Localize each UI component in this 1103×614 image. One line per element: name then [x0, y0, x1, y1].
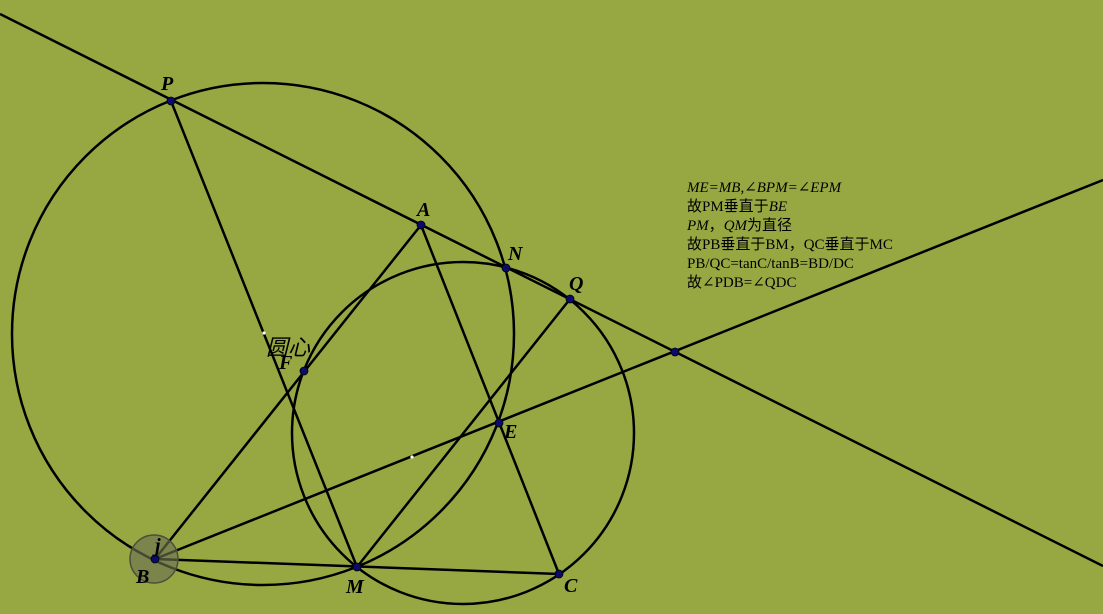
label-f: F	[278, 352, 293, 374]
proof-line-4: 故PB垂直于BM，QC垂直于MC	[687, 237, 893, 253]
line-through-p-a-n-q	[0, 12, 1103, 568]
center-dot-small	[410, 455, 414, 459]
proof-line-1: ME=MB,∠BPM=∠EPM	[687, 180, 842, 196]
point-f[interactable]	[299, 366, 309, 376]
segment-mq	[356, 298, 571, 568]
proof-line-2: 故PM垂直于BE	[687, 198, 893, 217]
label-p: P	[160, 73, 174, 95]
point-b[interactable]	[150, 554, 160, 564]
label-q: Q	[569, 273, 583, 295]
point-a[interactable]	[416, 220, 426, 230]
point-q[interactable]	[565, 294, 575, 304]
proof-line-3-part-2: ，	[708, 218, 724, 234]
circle-large	[10, 81, 516, 587]
proof-line-5: PB/QC=tanC/tanB=BD/DC	[687, 256, 854, 272]
center-dot-large	[262, 331, 266, 335]
label-m: M	[345, 576, 365, 598]
proof-line-3-part-3: QM	[723, 218, 748, 234]
proof-line-6: 故∠PDB=∠QDC	[687, 275, 797, 291]
proof-line-3-part-1: PM	[687, 218, 709, 234]
point-c[interactable]	[554, 569, 564, 579]
label-n: N	[507, 243, 524, 265]
point-d[interactable]	[670, 347, 680, 357]
circle-small	[290, 260, 636, 606]
line-through-b-e	[154, 178, 1103, 561]
label-j: j	[152, 535, 161, 557]
label-c: C	[564, 575, 578, 597]
label-center: 圆心	[266, 335, 311, 360]
proof-line-2-part-2: BE	[768, 199, 788, 215]
proof-line-2-part-1: 故PM垂直于	[687, 199, 769, 215]
point-e[interactable]	[494, 418, 504, 428]
proof-line-3: PM，QM为直径	[687, 217, 893, 236]
label-b: B	[135, 566, 149, 588]
label-e: E	[503, 421, 517, 443]
point-n[interactable]	[501, 263, 511, 273]
proof-line-3-part-4: 为直径	[747, 218, 793, 234]
point-m[interactable]	[352, 562, 362, 572]
point-p[interactable]	[166, 96, 176, 106]
label-a: A	[415, 199, 430, 221]
